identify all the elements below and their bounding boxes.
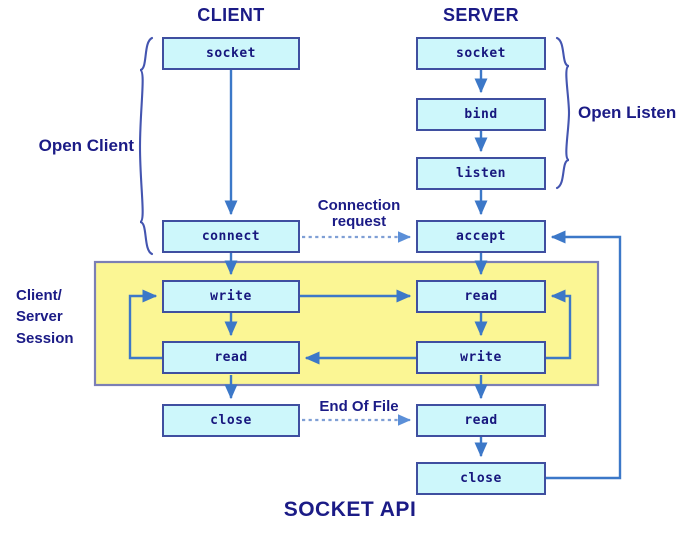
group-label-open-client: Open Client: [38, 136, 134, 155]
group-label-session: Client/ Server Session: [16, 285, 94, 349]
connection-request-line-1: Connection: [317, 197, 401, 214]
page-title: SOCKET API: [283, 498, 417, 521]
end-of-file-line-1: End Of File: [319, 398, 399, 415]
edge-client-read-loop-to-write: [128, 289, 162, 360]
node-server-close[interactable]: close: [416, 462, 546, 495]
node-server-listen[interactable]: listen: [416, 157, 546, 190]
edge-label-end-of-file: End Of File: [303, 399, 415, 415]
connection-request-line-2: request: [331, 212, 387, 230]
edge-label-connection-request: Connection request: [303, 198, 415, 230]
edge-server-write-loop-to-read: [546, 289, 572, 360]
session-label-line-1: Client/: [16, 287, 62, 304]
column-heading-server: SERVER: [442, 5, 520, 25]
open-client-brace: [138, 36, 154, 256]
node-client-read[interactable]: read: [162, 341, 300, 374]
node-server-read-2[interactable]: read: [416, 404, 546, 437]
session-label-line-3: Session: [16, 329, 74, 347]
node-server-write[interactable]: write: [416, 341, 546, 374]
open-listen-brace: [555, 36, 571, 190]
node-client-close[interactable]: close: [162, 404, 300, 437]
node-server-bind[interactable]: bind: [416, 98, 546, 131]
node-client-write[interactable]: write: [162, 280, 300, 313]
group-label-open-listen: Open Listen: [578, 103, 677, 122]
column-heading-client: CLIENT: [197, 5, 265, 25]
node-server-socket[interactable]: socket: [416, 37, 546, 70]
node-client-socket[interactable]: socket: [162, 37, 300, 70]
node-server-read-1[interactable]: read: [416, 280, 546, 313]
node-server-accept[interactable]: accept: [416, 220, 546, 253]
session-label-line-2: Server: [16, 308, 63, 326]
node-client-connect[interactable]: connect: [162, 220, 300, 253]
edge-server-close-to-accept-return: [546, 230, 622, 480]
